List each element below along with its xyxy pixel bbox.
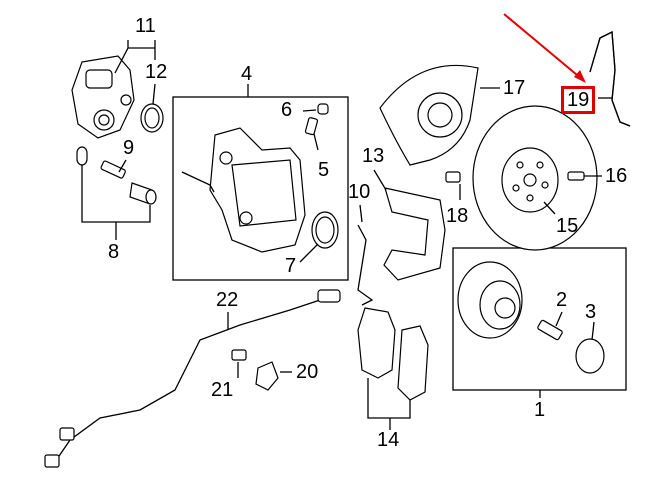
rotor-screw-drawing	[567, 171, 585, 181]
leader-3	[591, 321, 595, 341]
guide-pin-set-drawing	[76, 146, 157, 205]
callout-1: 1	[534, 399, 546, 421]
brake-pads-drawing	[357, 307, 429, 401]
red-arrowhead	[574, 70, 586, 83]
callout-7: 7	[285, 255, 297, 277]
callout-2: 2	[556, 289, 568, 311]
callout-21: 21	[211, 379, 234, 401]
piston-seal-drawing	[311, 211, 339, 249]
wheel-hub-drawing	[457, 261, 523, 339]
callout-8: 8	[108, 241, 120, 263]
leader-7	[299, 243, 319, 263]
callout-3: 3	[585, 301, 597, 323]
hub-bolt-drawing	[537, 319, 563, 341]
callout-20: 20	[296, 361, 319, 383]
bracket-8	[81, 165, 151, 240]
seal-ring-drawing	[140, 103, 164, 133]
bleeder-screw-drawing	[304, 103, 329, 136]
callout-15: 15	[556, 215, 579, 237]
callout-22: 22	[216, 289, 239, 311]
leader-10	[359, 204, 363, 223]
caliper-carrier-drawing	[383, 187, 446, 281]
actuator-motor-drawing	[71, 55, 135, 139]
leader-5	[313, 133, 319, 151]
red-pointer-arrow	[503, 13, 584, 81]
brake-hose-drawing	[589, 30, 631, 127]
callout-17: 17	[503, 77, 526, 99]
callout-18: 18	[446, 205, 469, 227]
callout-11: 11	[135, 15, 156, 37]
sensor-bolt-drawing	[231, 349, 247, 361]
callout-19-highlighted: 19	[561, 86, 596, 114]
leader-13	[373, 169, 387, 191]
spring-clip-drawing	[357, 224, 374, 306]
leader-15	[543, 201, 556, 215]
sensor-bracket-drawing	[255, 361, 279, 391]
callout-5: 5	[318, 159, 330, 181]
callout-4: 4	[241, 63, 253, 85]
caliper-group-box	[172, 96, 349, 281]
bracket-14	[367, 378, 411, 430]
wiring-harness-drawing	[54, 294, 331, 463]
leader-2	[555, 311, 563, 327]
callout-9: 9	[123, 137, 135, 159]
caliper-drawing	[181, 127, 306, 253]
callout-16: 16	[605, 165, 628, 187]
callout-10: 10	[348, 181, 371, 203]
callout-14: 14	[377, 429, 400, 451]
brake-rotor-drawing	[472, 105, 598, 251]
leader-12	[152, 83, 156, 105]
callout-6: 6	[281, 99, 293, 121]
dust-shield-drawing	[379, 64, 479, 166]
carrier-bolt-drawing	[445, 171, 461, 183]
callout-13: 13	[362, 145, 385, 167]
hub-cap-drawing	[575, 338, 605, 374]
callout-12: 12	[145, 61, 168, 83]
leader-11	[114, 40, 156, 74]
leader-6	[302, 109, 317, 112]
leader-9	[118, 159, 127, 173]
